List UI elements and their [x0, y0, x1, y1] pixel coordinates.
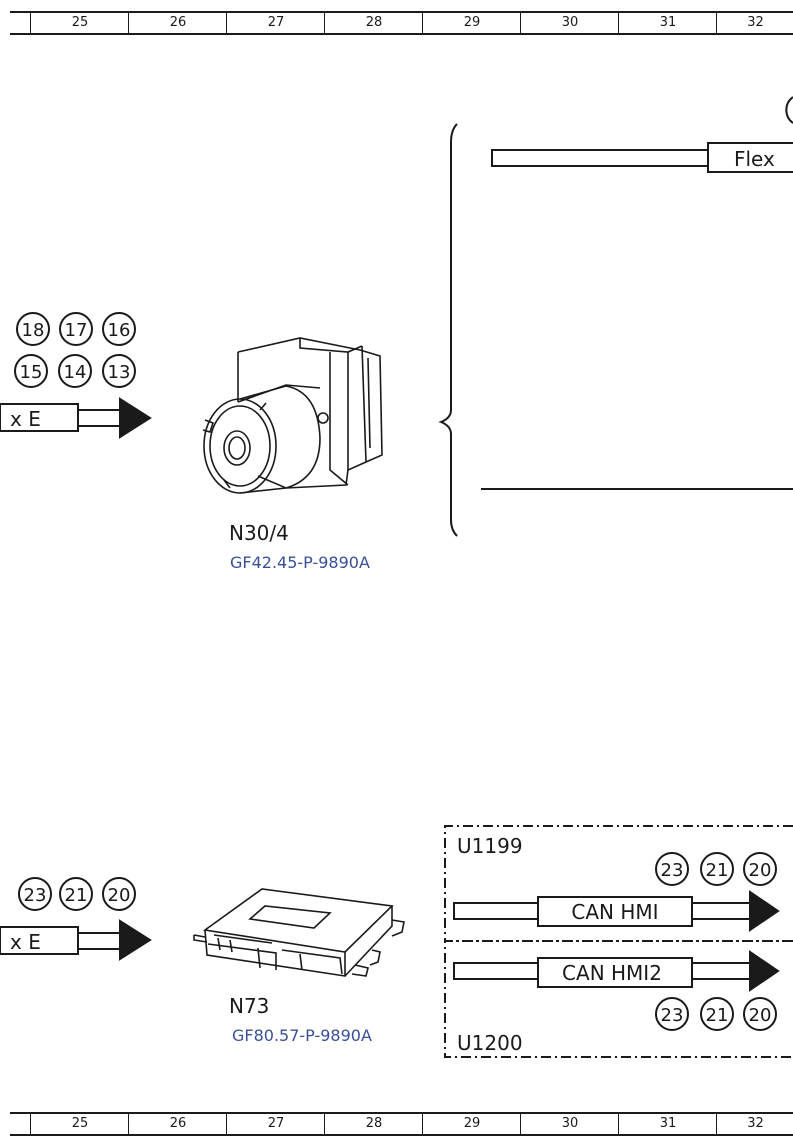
pin-circle [700, 852, 734, 886]
component-reference-link[interactable]: GF80.57-P-9890A [232, 1026, 372, 1045]
pin-circle [102, 877, 136, 911]
pin-number: 16 [108, 320, 131, 341]
pin-number: 17 [65, 320, 88, 341]
ruler-column-27: 27 [226, 13, 325, 33]
component-reference-link[interactable]: GF42.45-P-9890A [230, 553, 370, 572]
ruler-column-31: 31 [618, 13, 717, 33]
group-box-u1199 [444, 825, 793, 942]
ruler-column-28: 28 [324, 1114, 423, 1134]
pin-number: 20 [108, 885, 131, 906]
ruler-column-29: 29 [422, 13, 521, 33]
pin-number: 23 [661, 1005, 684, 1026]
column-ruler-bottom: 25 26 27 28 29 30 31 32 [10, 1112, 793, 1136]
pin-number: 18 [22, 320, 45, 341]
ruler-column-30: 30 [520, 13, 619, 33]
pin-circle [59, 877, 93, 911]
bus-label: x E [10, 930, 41, 954]
bus-arrow-left-top [0, 397, 152, 439]
bus-label: x E [10, 407, 41, 431]
pin-circle [59, 312, 93, 346]
pin-circle [743, 852, 777, 886]
bus-label-can-hmi: CAN HMI [571, 900, 658, 924]
control-unit-icon [193, 888, 405, 977]
can-hmi-arrow [453, 890, 780, 932]
bus-label-can-hmi2: CAN HMI2 [562, 961, 662, 985]
ruler-column-30: 30 [520, 1114, 619, 1134]
pin-circle [58, 354, 92, 388]
ruler-column-28: 28 [324, 13, 423, 33]
ruler-column-27: 27 [226, 1114, 325, 1134]
pin-number: 23 [661, 860, 684, 881]
pin-circle [743, 997, 777, 1031]
ruler-column-32: 32 [716, 13, 793, 33]
group-id-u1200: U1200 [457, 1031, 523, 1055]
pin-number: 14 [64, 362, 87, 383]
ruler-column-26: 26 [128, 13, 227, 33]
pin-number: 23 [24, 885, 47, 906]
pin-number: 21 [706, 860, 729, 881]
pin-number: 21 [706, 1005, 729, 1026]
pin-number: 21 [65, 885, 88, 906]
ruler-column-29: 29 [422, 1114, 521, 1134]
ruler-column-31: 31 [618, 1114, 717, 1134]
can-hmi2-arrow [453, 950, 780, 992]
pin-number: 15 [20, 362, 43, 383]
flex-bus-line [491, 142, 793, 173]
pin-circle [102, 312, 136, 346]
pin-number: 20 [749, 1005, 772, 1026]
pin-circle [655, 852, 689, 886]
pin-number: 20 [749, 860, 772, 881]
ruler-column-26: 26 [128, 1114, 227, 1134]
pin-circle [16, 312, 50, 346]
bus-label-flex: Flex [734, 147, 775, 171]
pin-number: 13 [108, 362, 131, 383]
pin-circle [700, 997, 734, 1031]
ruler-column-25: 25 [30, 13, 129, 33]
component-id-n30-4: N30/4 [229, 521, 289, 545]
pin-circle-partial [785, 96, 793, 124]
pin-circle [102, 354, 136, 388]
group-id-u1199: U1199 [457, 834, 523, 858]
abs-hydraulic-unit-icon [202, 337, 383, 494]
pin-circle [14, 354, 48, 388]
pin-circle [18, 877, 52, 911]
component-id-n73: N73 [229, 994, 270, 1018]
ruler-column-32: 32 [716, 1114, 793, 1134]
column-ruler-top: 25 26 27 28 29 30 31 32 [10, 11, 793, 35]
pin-circle [655, 997, 689, 1031]
group-brace [438, 123, 458, 537]
group-box-u1200 [444, 940, 793, 1058]
bus-arrow-left-bottom [0, 919, 152, 961]
ruler-column-25: 25 [30, 1114, 129, 1134]
